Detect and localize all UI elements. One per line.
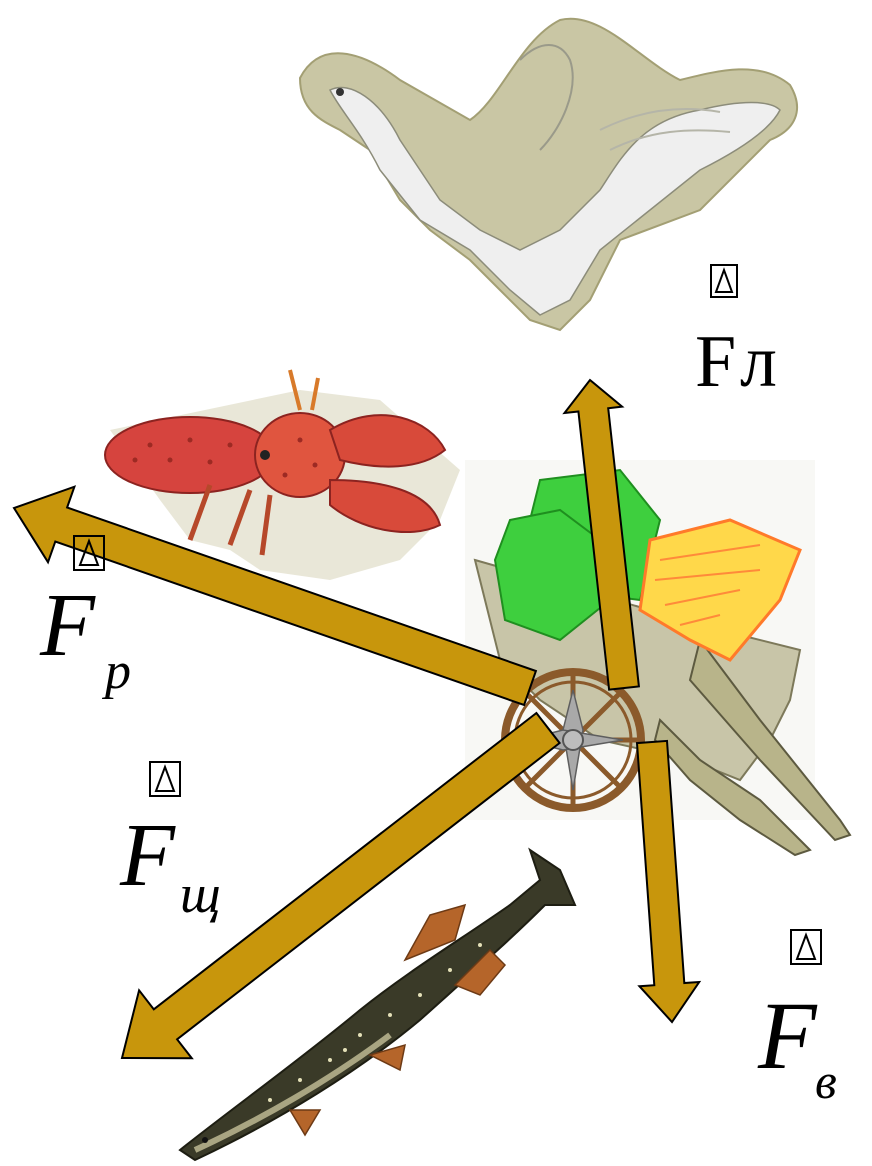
force-symbol: F	[119, 806, 176, 905]
force-subscript: в	[815, 1053, 837, 1109]
swan-icon	[300, 19, 797, 330]
force-symbol: F	[39, 576, 96, 675]
label-gravity-force: F в	[757, 930, 837, 1109]
force-subscript: р	[101, 643, 131, 700]
force-symbol: F	[757, 982, 818, 1089]
force-subscript: щ	[180, 864, 221, 924]
force-subscript: л	[740, 321, 777, 403]
label-swan-force: F л	[695, 265, 777, 403]
label-pike-force: F щ	[119, 762, 221, 924]
pike-icon	[180, 850, 575, 1160]
force-symbol: F	[695, 321, 736, 403]
